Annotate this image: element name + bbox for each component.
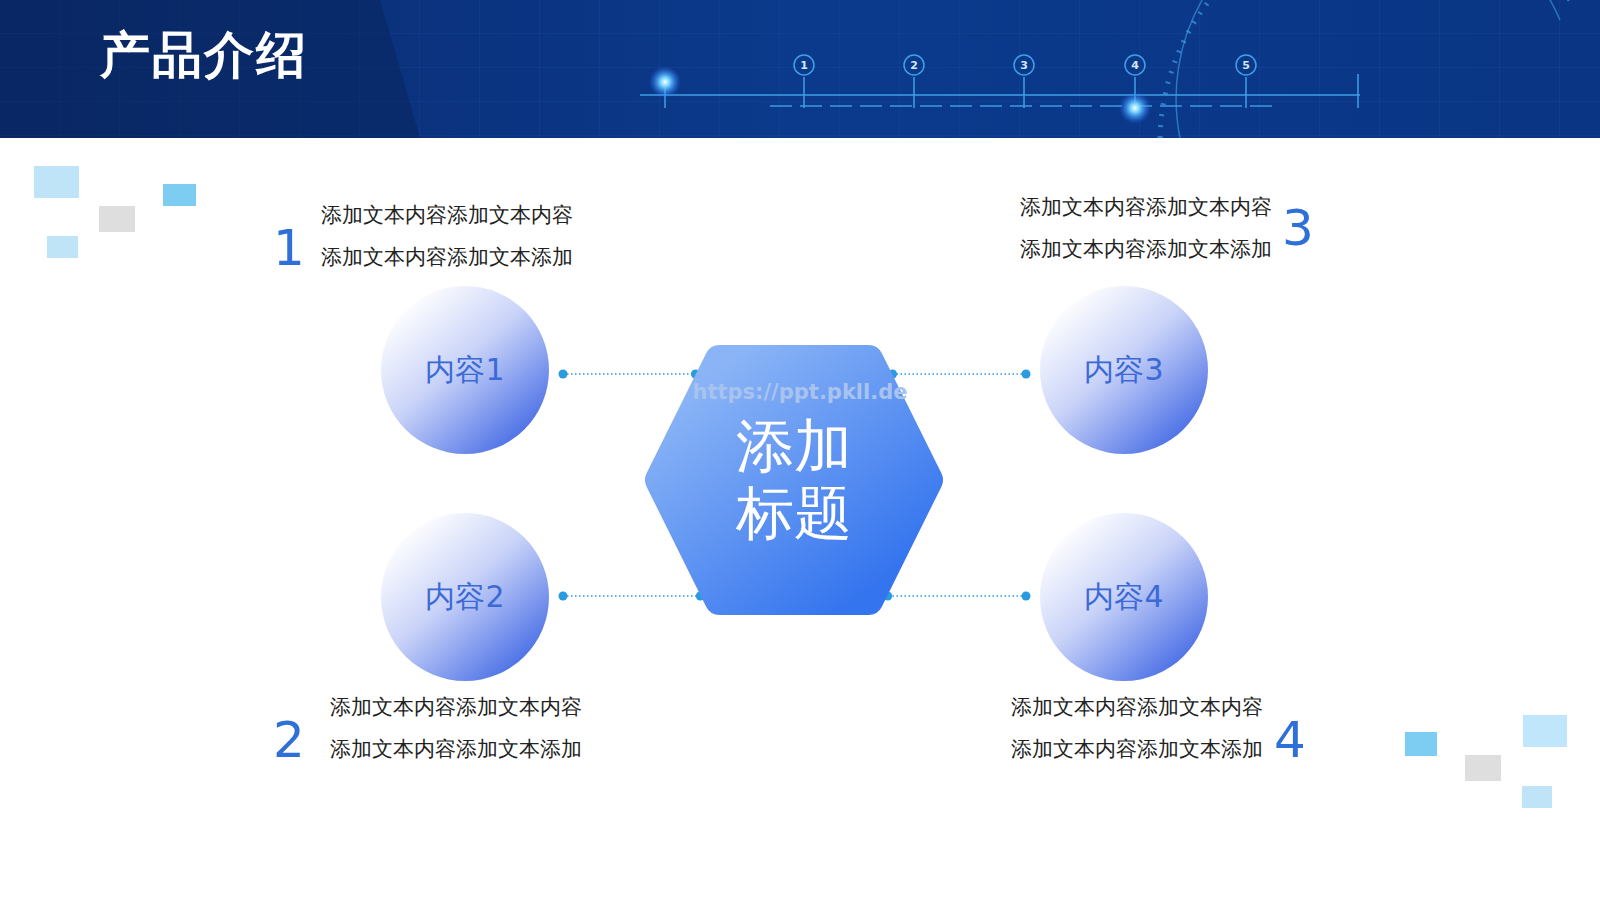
- content-circle: 内容4: [1038, 511, 1210, 683]
- connector-dot: [1022, 370, 1031, 379]
- watermark: https://ppt.pkll.de: [692, 380, 907, 404]
- slide-title: 产品介绍: [100, 22, 308, 89]
- header-number: 3: [1020, 59, 1028, 72]
- header-timeline: [640, 0, 1570, 138]
- circle-outline: [381, 286, 549, 454]
- header-shade: [0, 0, 420, 138]
- header-number: 4: [1131, 59, 1139, 72]
- glow-dot: [1119, 92, 1151, 124]
- header-band: [0, 0, 1600, 138]
- callout-number: 2: [273, 715, 305, 765]
- decor-squares: [34, 166, 1567, 808]
- connector-line: [888, 595, 1026, 597]
- connector-dot: [1022, 592, 1031, 601]
- connector-line: [563, 595, 700, 597]
- header-grid: [0, 0, 1600, 138]
- connector-dot: [559, 370, 568, 379]
- circle-label: 内容1: [425, 350, 504, 391]
- content-circle: 内容2: [379, 511, 551, 683]
- body-text: 添加文本内容添加文本内容 添加文本内容添加文本添加: [998, 686, 1263, 770]
- content-circle: 内容1: [379, 284, 551, 456]
- callout-number: 4: [1274, 715, 1306, 765]
- body-text: 添加文本内容添加文本内容 添加文本内容添加文本添加: [321, 194, 586, 278]
- body-text: 添加文本内容添加文本内容 添加文本内容添加文本添加: [330, 686, 595, 770]
- circle-label: 内容2: [425, 577, 504, 618]
- circle-label: 内容4: [1084, 577, 1163, 618]
- circle-label: 内容3: [1084, 350, 1163, 391]
- content-circle: 内容3: [1038, 284, 1210, 456]
- connector-line: [563, 373, 695, 375]
- body-text: 添加文本内容添加文本内容 添加文本内容添加文本添加: [1007, 186, 1272, 270]
- connector-line: [893, 373, 1026, 375]
- dotted-connector: [559, 370, 700, 379]
- hexagon-title: 添加 标题: [719, 413, 870, 546]
- dotted-connector: [559, 592, 705, 601]
- header-number: 2: [910, 59, 918, 72]
- circle-outline: [1040, 513, 1208, 681]
- callout-number: 1: [273, 223, 305, 273]
- callout-number: 3: [1282, 203, 1314, 253]
- circle-outline: [1040, 286, 1208, 454]
- glow-dot: [649, 66, 681, 98]
- dotted-connector: [888, 370, 1030, 379]
- circle-outline: [381, 513, 549, 681]
- header-number: 1: [800, 59, 808, 72]
- connector-dot: [559, 592, 568, 601]
- header-number: 5: [1242, 59, 1250, 72]
- dotted-connector: [883, 592, 1030, 601]
- hexagon-outline: [660, 360, 928, 600]
